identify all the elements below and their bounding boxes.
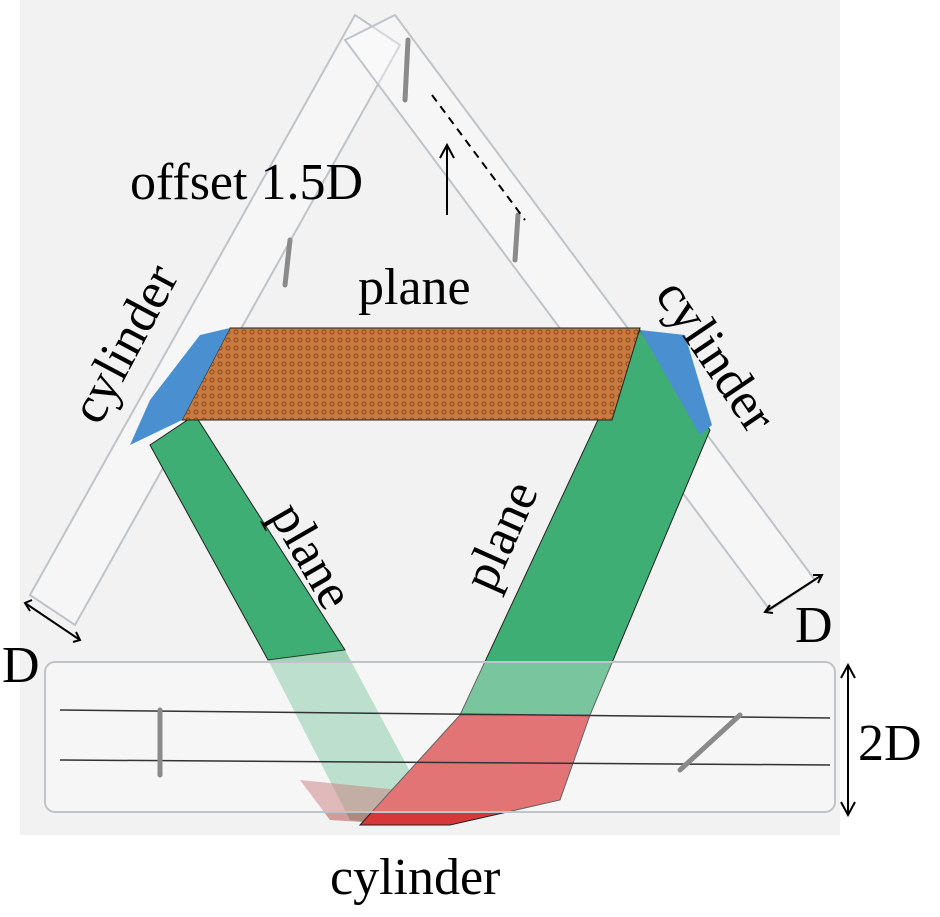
band-left-green (149, 414, 346, 661)
offset-arrow (439, 142, 455, 215)
tube-left (28, 13, 402, 627)
label-cylinder-bottom: cylinder (330, 849, 501, 906)
tube-bottom (44, 661, 836, 813)
label-2d: 2D (858, 715, 922, 772)
d-right-arrow (763, 574, 824, 614)
band-top-blue (130, 328, 230, 445)
offset-dashed-line (431, 94, 526, 221)
2d-arrow (840, 662, 856, 818)
bolts (157, 37, 743, 778)
label-offset: offset 1.5D (130, 154, 364, 211)
d-left-arrow (23, 599, 82, 643)
label-plane-top: plane (358, 259, 471, 316)
band-left-faint (268, 650, 420, 825)
label-d-left: D (2, 637, 40, 694)
band-right-blue (640, 330, 712, 435)
band-top-orange (181, 327, 641, 421)
label-d-right: D (795, 597, 833, 654)
